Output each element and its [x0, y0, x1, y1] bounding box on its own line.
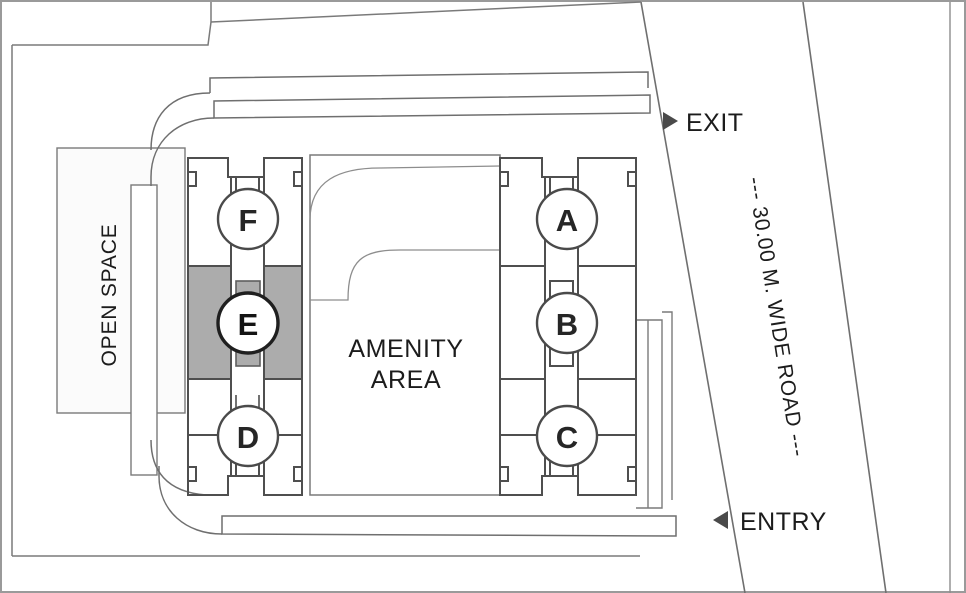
- amenity-area-zone: [309, 154, 501, 496]
- block-label-E: E: [238, 307, 259, 342]
- block-circle-B: [535, 291, 599, 355]
- exit-label: EXIT: [686, 109, 744, 137]
- open-space-text: OPEN SPACE: [98, 224, 121, 367]
- amenity-area-label: AMENITY AREA: [348, 335, 463, 394]
- block-marker-D[interactable]: D: [216, 404, 280, 468]
- block-marker-F[interactable]: F: [216, 187, 280, 251]
- wide-road: [640, 1, 951, 593]
- block-marker-A[interactable]: A: [535, 187, 599, 251]
- block-label-B: B: [556, 307, 578, 342]
- block-marker-B[interactable]: B: [535, 291, 599, 355]
- exit-gate[interactable]: EXIT: [663, 109, 744, 137]
- block-circle-A: [535, 187, 599, 251]
- block-marker-E[interactable]: E: [216, 291, 280, 355]
- block-label-A: A: [556, 203, 578, 238]
- open-space-zone: [56, 147, 186, 476]
- internal-driveway: [150, 71, 677, 537]
- block-circle-F: [216, 187, 280, 251]
- open-space-label: OPEN SPACE: [98, 224, 121, 367]
- right-arrow-icon: [663, 112, 678, 130]
- amenity-area-line2: AREA: [371, 366, 441, 394]
- entry-label: ENTRY: [740, 508, 827, 536]
- amenity-area-line1: AMENITY: [348, 335, 463, 363]
- plot-boundary: [11, 1, 642, 557]
- block-circle-C: [535, 404, 599, 468]
- block-label-C: C: [556, 420, 578, 455]
- block-label-D: D: [237, 420, 259, 455]
- block-circle-D: [216, 404, 280, 468]
- block-circle-E: [216, 291, 280, 355]
- entry-gate[interactable]: ENTRY: [713, 508, 827, 536]
- block-marker-C[interactable]: C: [535, 404, 599, 468]
- block-label-F: F: [239, 203, 258, 238]
- left-arrow-icon: [713, 511, 728, 529]
